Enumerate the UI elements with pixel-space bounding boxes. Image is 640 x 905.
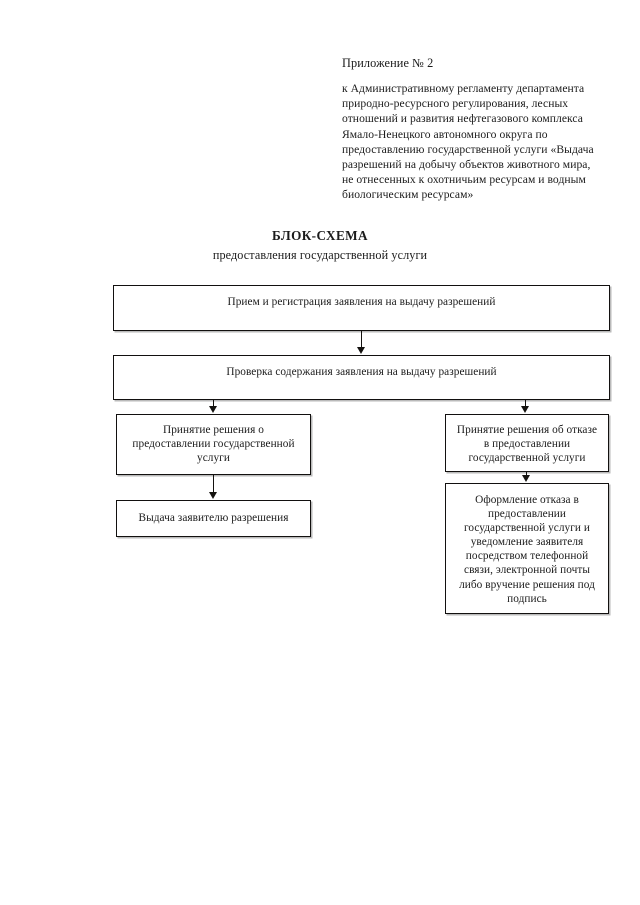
connector-review-to-refuse (525, 400, 526, 407)
flow-node-intake: Прием и регистрация заявления на выдачу … (113, 285, 610, 331)
flow-node-refuse-notice: Оформление отказа в предоставлении госуд… (445, 483, 609, 614)
arrowhead-review-to-refuse (521, 406, 529, 413)
appendix-reference-text: к Административному регламенту департаме… (342, 82, 594, 202)
arrowhead-review-to-approve (209, 406, 217, 413)
arrowhead-intake-to-review (357, 347, 365, 354)
flow-node-review: Проверка содержания заявления на выдачу … (113, 355, 610, 400)
connector-refuse-to-notice (526, 472, 527, 476)
appendix-number: Приложение № 2 (342, 56, 434, 70)
flow-node-issue: Выдача заявителю разрешения (116, 500, 311, 537)
flow-node-refuse: Принятие решения об отказе в предоставле… (445, 414, 609, 472)
arrowhead-approve-to-issue (209, 492, 217, 499)
flow-node-refuse-notice-label: Оформление отказа в предоставлении госуд… (459, 494, 595, 605)
connector-intake-to-review (361, 331, 362, 348)
flow-node-issue-label: Выдача заявителю разрешения (138, 512, 289, 524)
appendix-header: Приложение № 2 к Административному регла… (342, 56, 600, 203)
flow-node-refuse-label: Принятие решения об отказе в предоставле… (456, 424, 598, 465)
flow-node-approve: Принятие решения о предоставлении госуда… (116, 414, 311, 475)
page-subtitle: предоставления государственной услуги (212, 248, 428, 262)
arrowhead-refuse-to-notice (522, 475, 530, 482)
flow-node-approve-label: Принятие решения о предоставлении госуда… (132, 424, 295, 465)
flow-node-intake-label: Прием и регистрация заявления на выдачу … (227, 296, 496, 308)
connector-review-to-approve (213, 400, 214, 407)
page-title: БЛОК-СХЕМА (272, 228, 368, 243)
connector-approve-to-issue (213, 475, 214, 493)
flow-node-review-label: Проверка содержания заявления на выдачу … (226, 366, 497, 378)
